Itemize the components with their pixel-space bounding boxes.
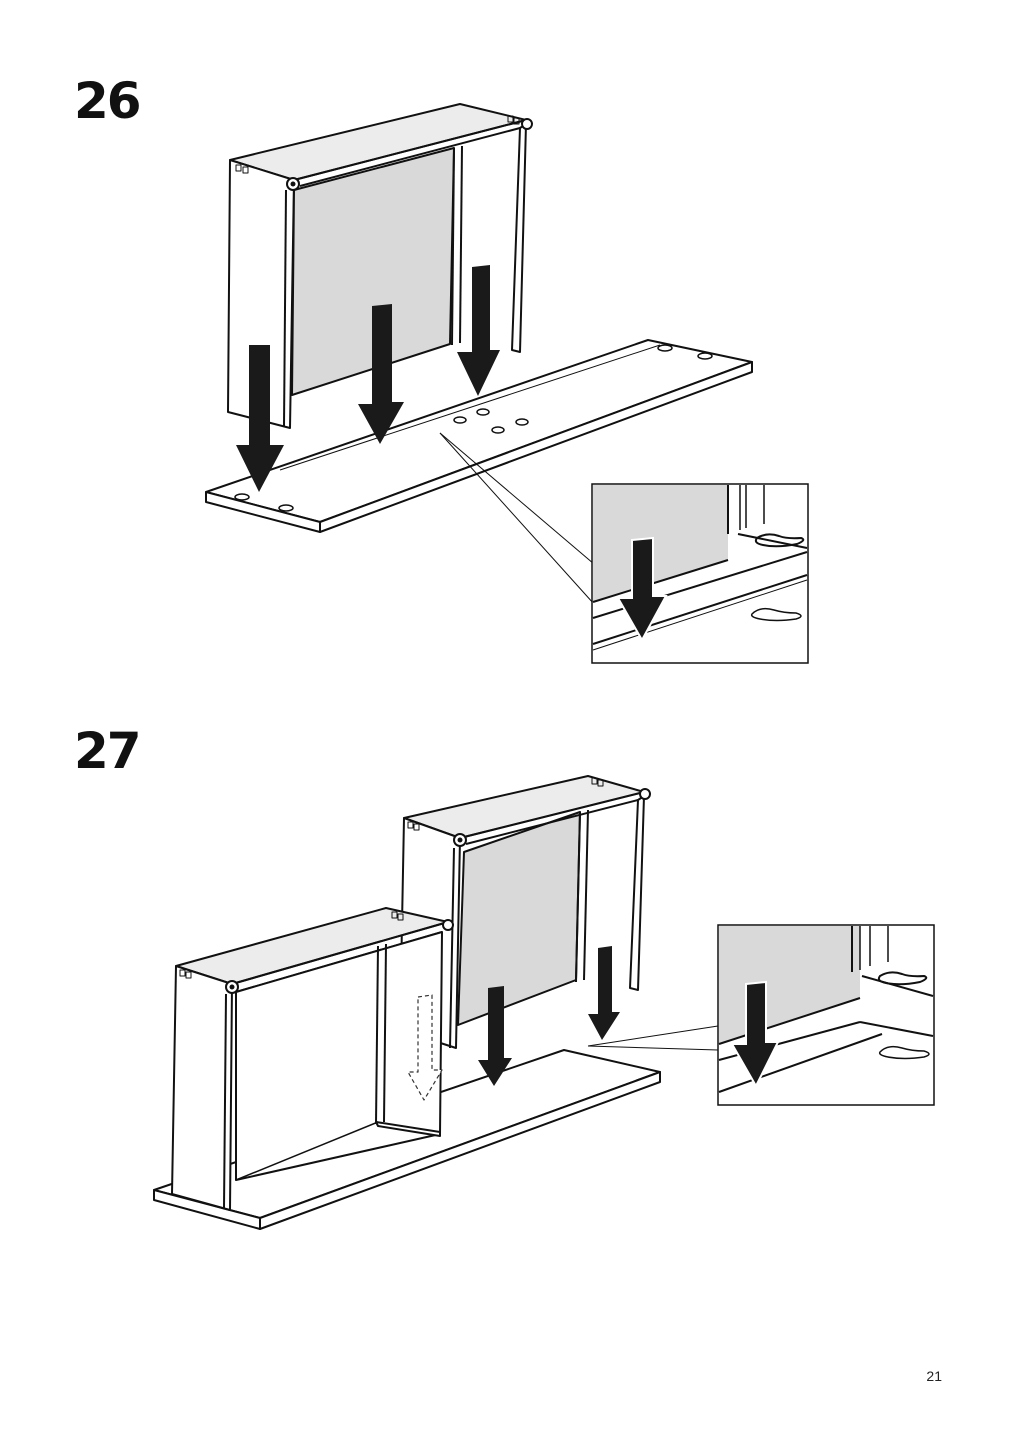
down-arrow-icon (236, 345, 284, 492)
step-number-27: 27 (74, 722, 142, 780)
step-27-illustration (153, 775, 719, 1230)
down-arrow-icon (358, 304, 404, 444)
down-arrow-icon (588, 946, 620, 1040)
step-number-26: 26 (74, 72, 142, 130)
step-26-illustration (205, 103, 753, 605)
down-arrow-icon (478, 986, 512, 1086)
down-arrow-icon (730, 980, 780, 1089)
dashed-down-arrow-icon (407, 994, 443, 1101)
down-arrow-icon (616, 536, 668, 643)
base-board (205, 339, 753, 533)
page-number: 21 (926, 1368, 942, 1384)
cabinet-frame (227, 103, 533, 429)
detail-callout-27 (717, 924, 935, 1106)
detail-callout-26 (591, 483, 809, 664)
cabinet-frame-front (171, 907, 454, 1211)
down-arrow-icon (457, 265, 500, 396)
